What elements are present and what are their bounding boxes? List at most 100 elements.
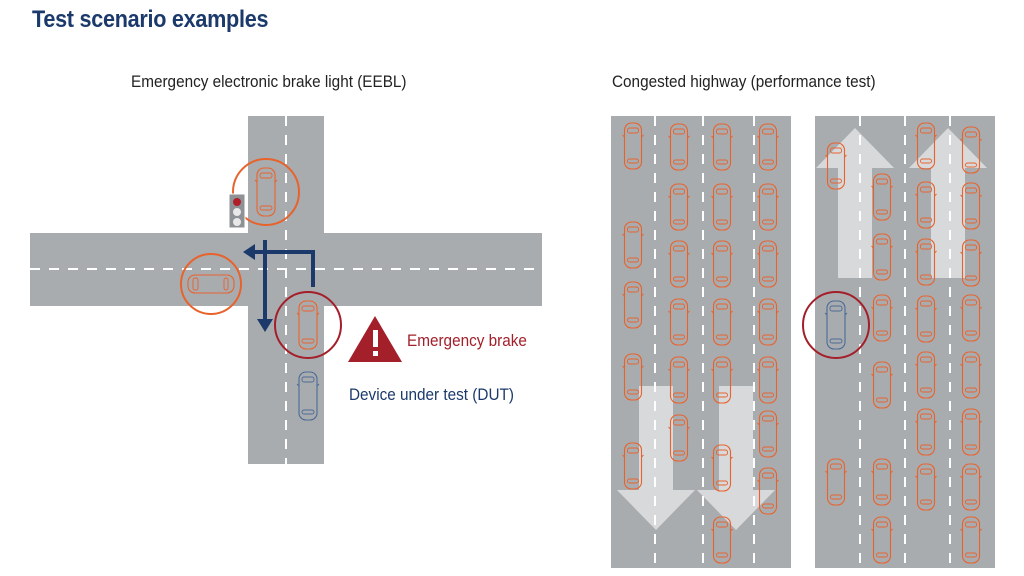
highway-left-cars bbox=[622, 122, 779, 564]
car-mirror-left bbox=[668, 135, 671, 139]
car-mirror-left bbox=[711, 310, 714, 314]
car-mirror-left bbox=[296, 312, 300, 316]
car-mirror-left bbox=[825, 154, 828, 158]
highway-car bbox=[825, 142, 847, 190]
car-windshield bbox=[965, 187, 977, 194]
car-mirror-right bbox=[979, 420, 982, 424]
car-body bbox=[669, 298, 689, 346]
car-mirror-left bbox=[622, 365, 625, 369]
car-mirror-left bbox=[711, 368, 714, 372]
car-windshield bbox=[627, 286, 639, 293]
car-rear-window bbox=[876, 494, 888, 500]
highway-car bbox=[960, 126, 982, 174]
car-rear-window bbox=[876, 330, 888, 336]
car-mirror-left bbox=[915, 134, 918, 138]
car-mirror-right bbox=[979, 475, 982, 479]
car-mirror-left bbox=[757, 368, 760, 372]
car-windshield bbox=[920, 300, 932, 307]
car-mirror-right bbox=[844, 470, 847, 474]
car-rear-window bbox=[627, 158, 639, 164]
car-body bbox=[872, 361, 892, 409]
car-body bbox=[872, 173, 892, 221]
eebl-intersection bbox=[30, 116, 542, 464]
highway-car bbox=[915, 122, 937, 170]
eebl-heading: Emergency electronic brake light (EEBL) bbox=[131, 72, 407, 91]
car-windshield bbox=[301, 376, 315, 383]
car-windshield bbox=[876, 299, 888, 306]
car-windshield bbox=[965, 356, 977, 363]
flow-arrow-up-icon bbox=[909, 128, 987, 278]
car-windshield bbox=[829, 305, 843, 312]
car-mirror-left bbox=[915, 250, 918, 254]
highlight-circle-crossing bbox=[180, 253, 242, 315]
car-mirror-left bbox=[757, 310, 760, 314]
car-mirror-left bbox=[757, 422, 760, 426]
car-rear-window bbox=[673, 450, 685, 456]
highway-car bbox=[960, 516, 982, 564]
highway-car bbox=[711, 516, 733, 564]
car-mirror-right bbox=[890, 245, 893, 249]
car-rear-window bbox=[762, 392, 774, 398]
car-mirror-right bbox=[844, 312, 848, 316]
highway-car bbox=[668, 240, 690, 288]
highway-car bbox=[711, 298, 733, 346]
car-mirror-left bbox=[668, 368, 671, 372]
car-rear-window bbox=[716, 334, 728, 340]
arrow-down-icon bbox=[257, 319, 273, 332]
highway-car bbox=[711, 240, 733, 288]
car-rear-window bbox=[920, 499, 932, 505]
car-body bbox=[758, 298, 778, 346]
highway-car bbox=[668, 298, 690, 346]
car-body bbox=[669, 414, 689, 462]
highway-car bbox=[757, 123, 779, 171]
car-body bbox=[961, 294, 981, 342]
car-mirror-left bbox=[960, 194, 963, 198]
car-mirror-left bbox=[871, 373, 874, 377]
car-mirror-left bbox=[871, 470, 874, 474]
car-windshield bbox=[920, 243, 932, 250]
car-body bbox=[961, 182, 981, 230]
car-rear-window bbox=[876, 397, 888, 403]
car-windshield bbox=[259, 172, 273, 179]
car-rear-window bbox=[920, 331, 932, 337]
dut-car bbox=[296, 371, 320, 421]
car-mirror-right bbox=[730, 528, 733, 532]
traffic-light-green bbox=[233, 218, 241, 226]
car-mirror-left bbox=[960, 138, 963, 142]
car-windshield bbox=[762, 303, 774, 310]
car-mirror-left bbox=[668, 310, 671, 314]
car-rear-window bbox=[716, 552, 728, 558]
car-windshield bbox=[830, 147, 842, 154]
car-rear-window bbox=[965, 275, 977, 281]
car-mirror-left bbox=[622, 293, 625, 297]
car-windshield bbox=[762, 188, 774, 195]
car-mirror-right bbox=[316, 312, 320, 316]
car-mirror-left bbox=[824, 312, 828, 316]
car-mirror-left bbox=[668, 426, 671, 430]
car-mirror-left bbox=[622, 233, 625, 237]
car-rear-window bbox=[965, 162, 977, 168]
car-mirror-right bbox=[890, 306, 893, 310]
car-windshield bbox=[965, 244, 977, 251]
highway-car bbox=[825, 458, 847, 506]
highway-car bbox=[915, 295, 937, 343]
car-rear-window bbox=[627, 478, 639, 484]
highway-car bbox=[960, 351, 982, 399]
car-mirror-right bbox=[730, 252, 733, 256]
car-rear-window bbox=[716, 480, 728, 486]
car-mirror-left bbox=[711, 528, 714, 532]
car-body bbox=[623, 353, 643, 401]
highway-car bbox=[871, 294, 893, 342]
car-body bbox=[758, 240, 778, 288]
highway-car bbox=[622, 122, 644, 170]
car-body bbox=[712, 298, 732, 346]
car-mirror-right bbox=[776, 479, 779, 483]
car-windshield bbox=[920, 413, 932, 420]
page-title: Test scenario examples bbox=[32, 6, 269, 33]
car-body bbox=[669, 183, 689, 231]
highway-car bbox=[757, 410, 779, 458]
car-windshield bbox=[920, 186, 932, 193]
car-mirror-left bbox=[711, 195, 714, 199]
flow-arrow-up-icon bbox=[816, 128, 894, 278]
car-mirror-left bbox=[757, 195, 760, 199]
